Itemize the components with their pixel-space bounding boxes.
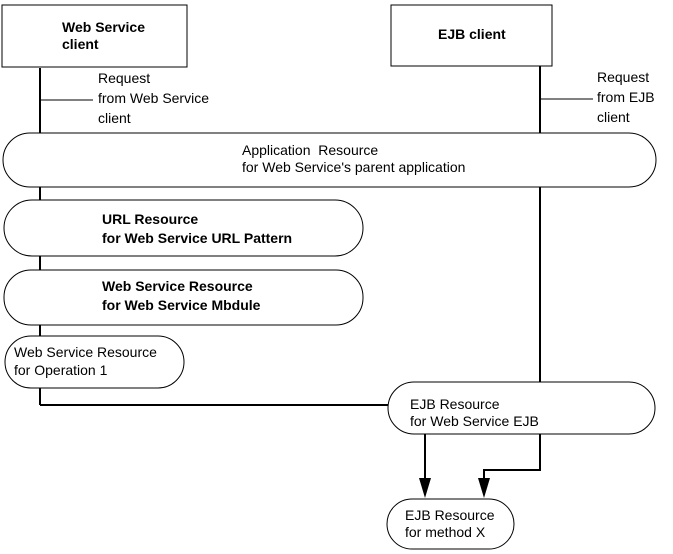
web-service-client-box: Web Service client [1,4,188,68]
ejb-request-label-line2: from EJB [597,89,655,105]
ejb-request-label-line1: Request [597,69,649,85]
web-service-resource-label-line1: Web Service Resource [102,278,253,294]
method-resource-label-line1: EJB Resource [405,507,495,523]
ejb-client-to-method-arrow-line [483,434,541,478]
url-resource-node: URL Resource for Web Service URL Pattern [3,199,364,257]
ejb-request-label: Request from EJB client [597,69,655,125]
url-resource-label-line2: for Web Service URL Pattern [102,230,292,246]
application-resource-label-line2: for Web Service's parent application [242,159,465,175]
web-service-request-label-line2: from Web Service [98,90,209,106]
web-service-client-label-line1: Web Service [62,19,145,35]
web-service-resource-label-line2: for Web Service Mbdule [102,297,261,313]
ejb-to-method-arrowhead [419,478,431,498]
ejb-client-to-method-arrowhead [478,478,490,498]
ejb-resource-label-line2: for Web Service EJB [410,413,539,429]
web-service-request-label: Request from Web Service client [98,70,209,126]
method-resource-label-line2: for method X [405,524,486,540]
application-resource-node: Application Resource for Web Service's p… [2,132,657,188]
application-resource-label-line1: Application Resource [242,142,378,158]
ejb-client-box: EJB client [390,4,553,67]
ejb-request-label-line3: client [597,109,630,125]
operation-resource-label-line2: for Operation 1 [14,362,108,378]
web-service-request-label-line1: Request [98,70,150,86]
ejb-resource-node: EJB Resource for Web Service EJB [387,381,656,435]
ejb-resource-label-line1: EJB Resource [410,396,500,412]
method-resource-node: EJB Resource for method X [386,498,515,550]
web-service-request-label-line3: client [98,110,131,126]
web-service-client-label-line2: client [62,36,99,52]
operation-resource-label-line1: Web Service Resource [14,344,157,360]
operation-resource-node: Web Service Resource for Operation 1 [4,335,185,389]
ejb-client-label: EJB client [438,26,506,42]
web-service-resource-node: Web Service Resource for Web Service Mbd… [3,269,364,326]
url-resource-label-line1: URL Resource [102,211,198,227]
